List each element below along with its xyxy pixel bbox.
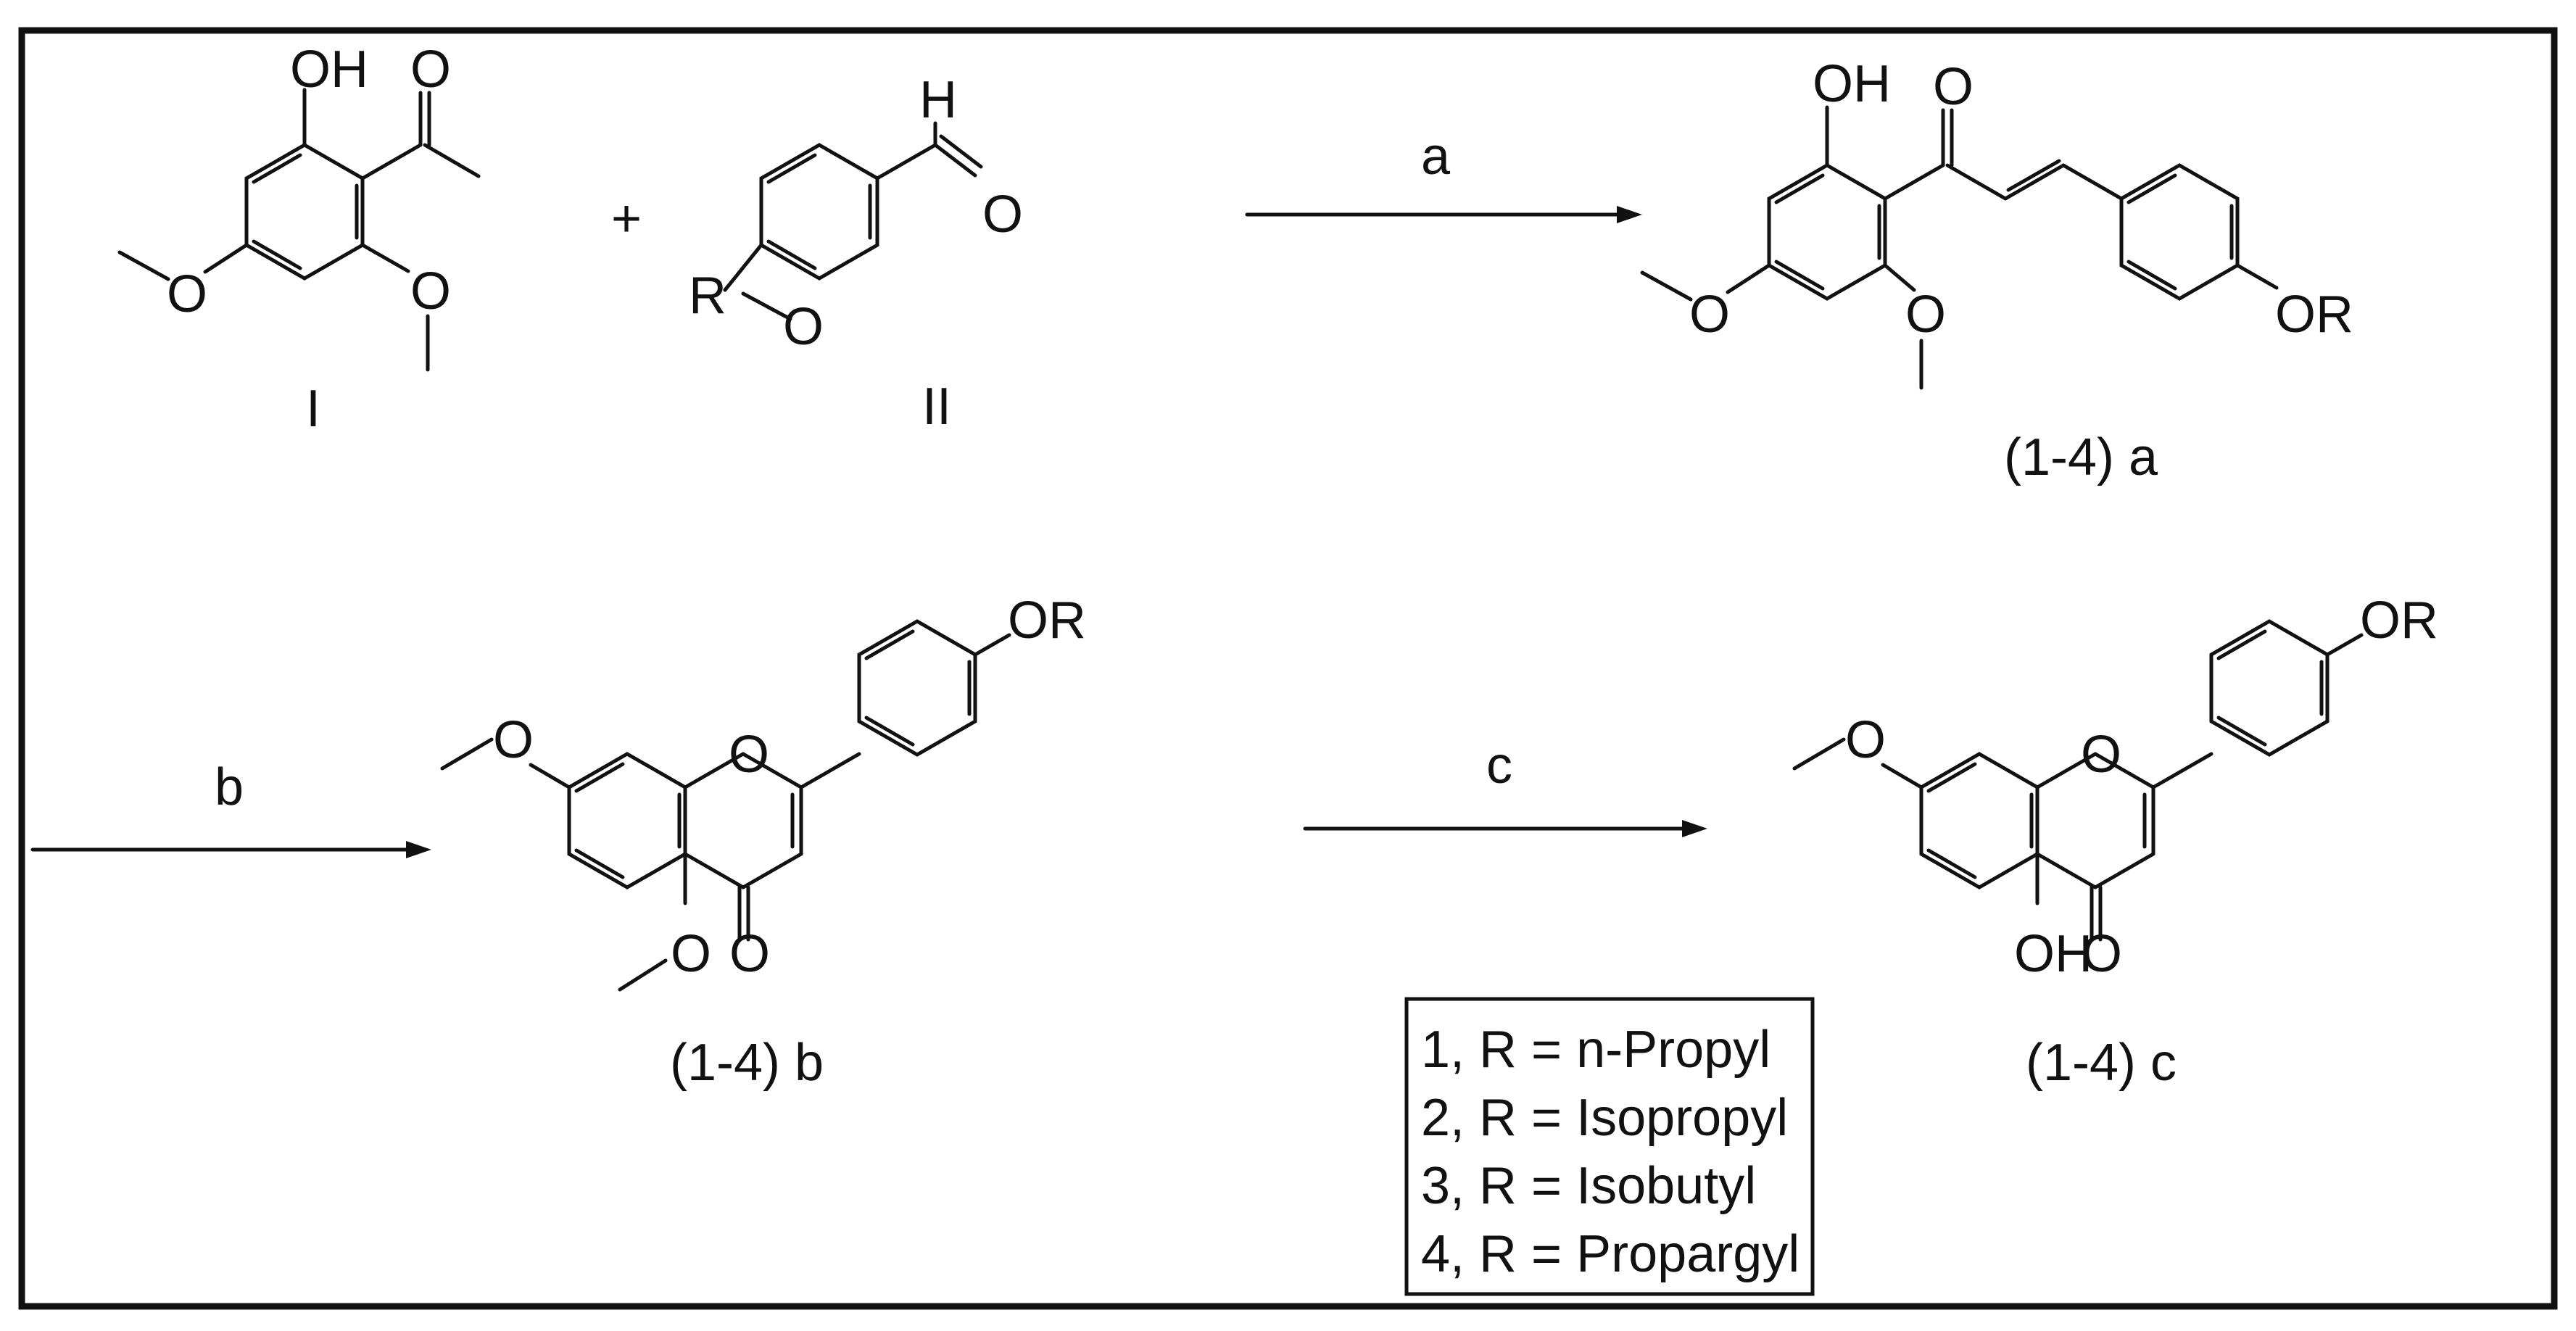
compound-i-hydroxyl: OH	[290, 41, 368, 99]
compound-i-ketone-oxygen: O	[410, 41, 451, 99]
compound-i-methoxy-oxygen-left: O	[167, 265, 207, 323]
flavone-b-label: (1-4) b	[670, 1034, 824, 1092]
flavone-b-methoxy-oxygen-bottom: O	[671, 925, 711, 983]
legend-entry: 1, R = n-Propyl	[1421, 1021, 1771, 1079]
flavone-b-ketone-oxygen: O	[729, 925, 770, 983]
legend-box	[1404, 997, 1815, 1296]
legend-entry: 4, R = Propargyl	[1421, 1225, 1800, 1283]
step-label-b: b	[215, 758, 244, 816]
legend-entry: 3, R = Isobutyl	[1421, 1157, 1756, 1215]
reaction-arrow-c-head	[1682, 820, 1707, 837]
chalcone-a-or-group: OR	[2275, 286, 2353, 344]
chalcone-a-methoxy-oxygen-left: O	[1689, 286, 1730, 344]
legend-entry: 2, R = Isopropyl	[1421, 1089, 1788, 1147]
flavone-b-structure: O O OR O O	[440, 592, 1086, 992]
compound-ii-ether-oxygen: O	[783, 298, 824, 356]
chalcone-a-structure: OH O OR O O	[1640, 55, 2353, 390]
compound-ii-aldehyde-oxygen: O	[982, 186, 1023, 244]
flavone-c-structure: O O OR O OH	[1792, 592, 2438, 983]
flavone-c-label: (1-4) c	[2026, 1034, 2177, 1092]
scheme-frame	[18, 27, 2558, 1310]
step-label-a: a	[1421, 128, 1451, 186]
step-label-c: c	[1486, 737, 1512, 795]
chalcone-a-methoxy-oxygen-bottom: O	[1905, 286, 1946, 344]
flavone-c-or-group: OR	[2360, 592, 2438, 650]
flavone-c-ring-oxygen: O	[2081, 726, 2121, 784]
flavone-c-methoxy-oxygen-left: O	[1845, 711, 1886, 769]
reaction-arrow-b-head	[406, 841, 431, 858]
flavone-c-hydroxyl: OH	[2014, 925, 2092, 983]
chalcone-a-ketone-oxygen: O	[1933, 58, 1974, 116]
compound-ii-label: II	[922, 378, 951, 436]
flavone-b-or-group: OR	[1008, 592, 1086, 650]
compound-ii-ether-r: R	[689, 267, 726, 325]
reaction-arrow-a-head	[1617, 206, 1642, 223]
plus-sign: +	[611, 190, 642, 248]
compound-i-label: I	[306, 380, 320, 438]
compound-ii-aldehyde-h: H	[919, 71, 957, 129]
compound-i-structure: OH O O O	[117, 41, 481, 372]
flavone-b-methoxy-oxygen-left: O	[493, 711, 534, 769]
flavone-b-ring-oxygen: O	[729, 726, 769, 784]
chalcone-a-hydroxyl: OH	[1813, 55, 1891, 113]
flavone-c-ketone-oxygen: O	[2082, 925, 2122, 983]
chalcone-a-label: (1-4) a	[2004, 428, 2158, 486]
compound-i-methoxy-oxygen-right: O	[410, 262, 451, 320]
compound-ii-structure: H O O R	[689, 71, 1023, 356]
